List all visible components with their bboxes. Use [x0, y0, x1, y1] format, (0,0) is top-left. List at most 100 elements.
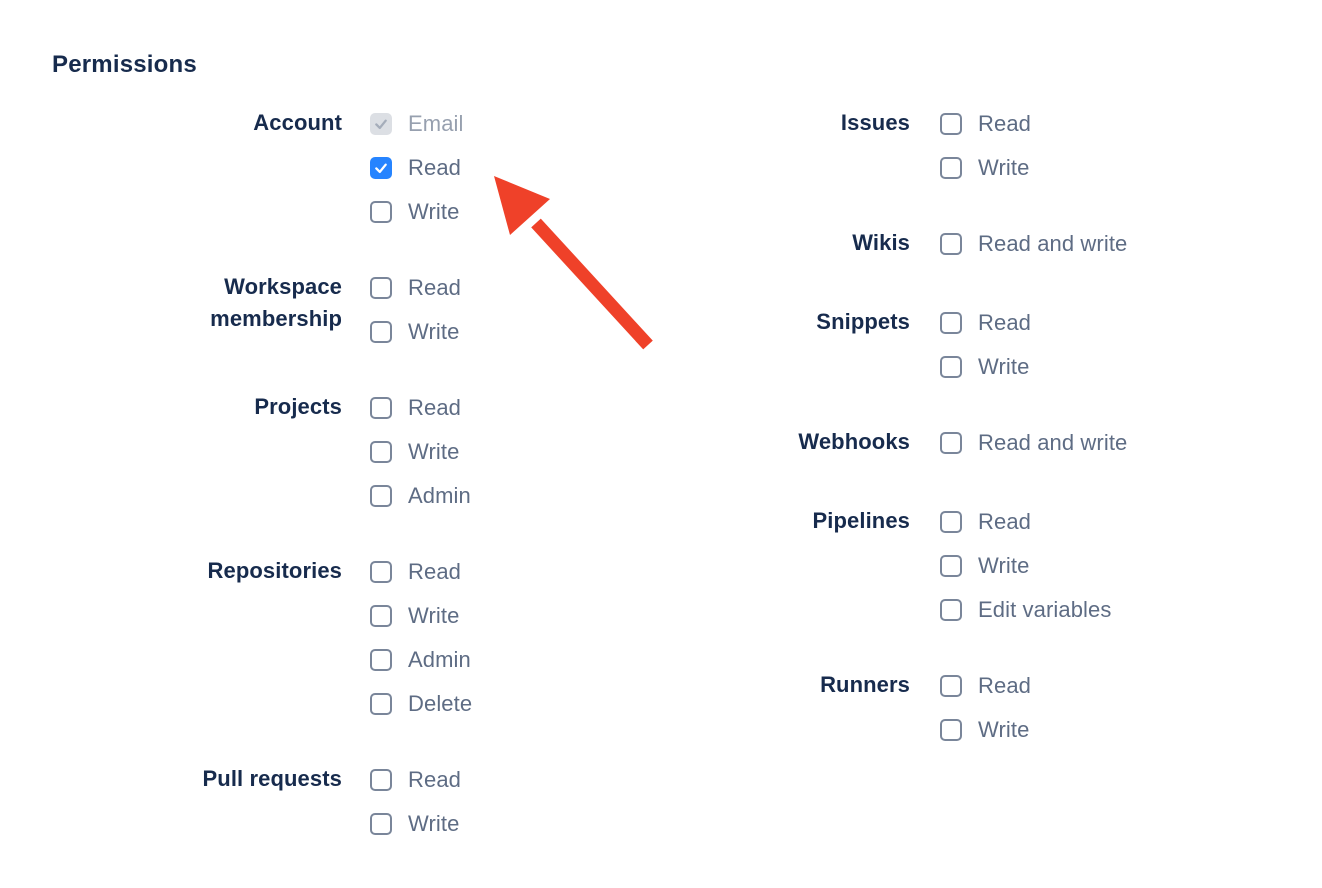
permission-option-pull-requests-read[interactable]: Read	[370, 768, 461, 792]
checkbox-repositories-read[interactable]	[370, 561, 392, 583]
permission-option-label: Admin	[408, 483, 471, 508]
permission-option-account-email: Email	[370, 112, 464, 136]
permission-option-label: Read	[408, 155, 461, 180]
checkbox-issues-read[interactable]	[940, 113, 962, 135]
permission-option-label: Read and write	[978, 231, 1128, 256]
permission-option-label: Write	[978, 354, 1030, 379]
permission-option-runners-write[interactable]: Write	[940, 718, 1031, 742]
permission-option-label: Write	[978, 155, 1030, 180]
checkbox-snippets-write[interactable]	[940, 356, 962, 378]
permission-group-label: Snippets	[816, 309, 910, 334]
permission-options: Read and write	[940, 431, 1127, 458]
checkbox-projects-admin[interactable]	[370, 485, 392, 507]
permission-option-webhooks-read-and-write[interactable]: Read and write	[940, 431, 1127, 455]
permission-option-account-read[interactable]: Read	[370, 156, 464, 180]
checkbox-issues-write[interactable]	[940, 157, 962, 179]
permission-option-issues-write[interactable]: Write	[940, 156, 1031, 180]
permission-group-webhooks: Webhooks Read and write	[765, 429, 1127, 458]
permission-option-pipelines-read[interactable]: Read	[940, 510, 1111, 534]
checkbox-wikis-read-and-write[interactable]	[940, 233, 962, 255]
checkbox-snippets-read[interactable]	[940, 312, 962, 334]
permission-option-label: Write	[408, 199, 460, 224]
permission-option-wikis-read-and-write[interactable]: Read and write	[940, 232, 1127, 256]
checkbox-projects-write[interactable]	[370, 441, 392, 463]
permission-group-label: Wikis	[852, 230, 910, 255]
permission-option-account-write[interactable]: Write	[370, 200, 464, 224]
permission-options: Read and write	[940, 232, 1127, 259]
checkbox-account-write[interactable]	[370, 201, 392, 223]
permission-option-workspace-membership-read[interactable]: Read	[370, 276, 461, 300]
checkbox-checked-account-read[interactable]	[370, 157, 392, 179]
checkbox-webhooks-read-and-write[interactable]	[940, 432, 962, 454]
permission-group-label: Repositories	[207, 558, 342, 583]
permission-option-repositories-admin[interactable]: Admin	[370, 648, 472, 672]
permission-option-label: Read	[978, 673, 1031, 698]
permission-option-projects-admin[interactable]: Admin	[370, 484, 471, 508]
checkbox-pull-requests-write[interactable]	[370, 813, 392, 835]
checkbox-runners-read[interactable]	[940, 675, 962, 697]
permission-group-label: Pull requests	[202, 766, 342, 791]
permission-option-pipelines-write[interactable]: Write	[940, 554, 1111, 578]
checkbox-pipelines-read[interactable]	[940, 511, 962, 533]
permission-option-label: Read	[408, 395, 461, 420]
permission-option-pipelines-edit-variables[interactable]: Edit variables	[940, 598, 1111, 622]
permission-option-pull-requests-write[interactable]: Write	[370, 812, 461, 836]
permission-group-label: Account	[253, 110, 342, 135]
permission-option-label: Delete	[408, 691, 473, 716]
permission-option-label: Write	[408, 439, 460, 464]
checkbox-pipelines-write[interactable]	[940, 555, 962, 577]
permission-option-issues-read[interactable]: Read	[940, 112, 1031, 136]
checkbox-workspace-membership-read[interactable]	[370, 277, 392, 299]
permission-option-label: Write	[408, 811, 460, 836]
permission-option-label: Write	[978, 717, 1030, 742]
permission-group-label: Workspace membership	[210, 274, 342, 331]
permission-option-repositories-read[interactable]: Read	[370, 560, 472, 584]
permission-group-label: Projects	[254, 394, 342, 419]
permission-option-repositories-delete[interactable]: Delete	[370, 692, 472, 716]
permission-option-label: Read	[408, 275, 461, 300]
check-icon	[375, 163, 387, 174]
permission-group-label: Issues	[840, 110, 910, 135]
checkbox-repositories-write[interactable]	[370, 605, 392, 627]
permission-option-label: Read and write	[978, 430, 1128, 455]
permission-group-label: Pipelines	[812, 508, 910, 533]
checkbox-runners-write[interactable]	[940, 719, 962, 741]
permission-option-projects-write[interactable]: Write	[370, 440, 471, 464]
checkbox-repositories-delete[interactable]	[370, 693, 392, 715]
checkbox-pipelines-edit-variables[interactable]	[940, 599, 962, 621]
checkbox-pull-requests-read[interactable]	[370, 769, 392, 791]
page-title: Permissions	[52, 51, 197, 78]
checkbox-workspace-membership-write[interactable]	[370, 321, 392, 343]
permission-option-projects-read[interactable]: Read	[370, 396, 471, 420]
permission-option-snippets-read[interactable]: Read	[940, 311, 1031, 335]
permission-option-label: Write	[978, 553, 1030, 578]
permission-option-workspace-membership-write[interactable]: Write	[370, 320, 461, 344]
permission-group-label: Webhooks	[798, 429, 910, 454]
checkbox-repositories-admin[interactable]	[370, 649, 392, 671]
permission-option-label: Admin	[408, 647, 471, 672]
permission-option-label: Write	[408, 319, 460, 344]
permission-option-runners-read[interactable]: Read	[940, 674, 1031, 698]
permission-option-snippets-write[interactable]: Write	[940, 355, 1031, 379]
permission-option-repositories-write[interactable]: Write	[370, 604, 472, 628]
checkbox-projects-read[interactable]	[370, 397, 392, 419]
check-icon	[375, 119, 387, 130]
permission-option-label: Edit variables	[978, 597, 1112, 622]
